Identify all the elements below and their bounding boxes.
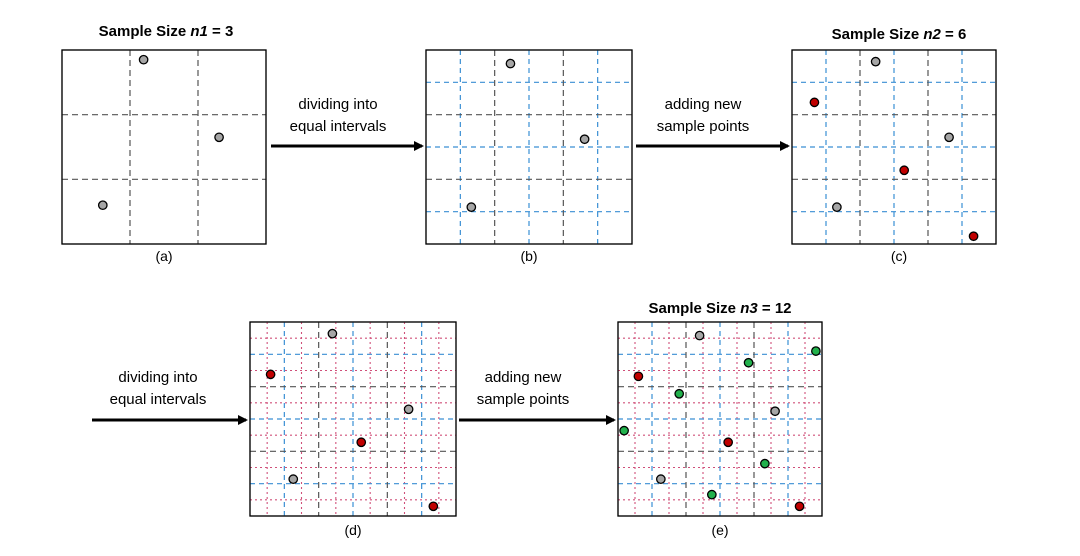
sample-point-added-first — [809, 97, 820, 108]
sample-point-added-first — [633, 371, 644, 382]
sample-point-added-first — [356, 437, 367, 448]
sample-point-original — [403, 404, 414, 415]
sample-point-original — [944, 132, 954, 143]
panel-a-title: Sample Size n1 = 3 — [99, 23, 234, 40]
sample-point-original — [505, 58, 516, 69]
sample-point-original — [655, 474, 666, 484]
arrow-adding-1: adding new sample points — [636, 96, 790, 151]
sample-point-original — [770, 406, 780, 417]
panel-d-border — [249, 321, 457, 517]
panel-c — [791, 49, 997, 245]
panel-a-border — [61, 49, 267, 245]
sample-point-original — [97, 200, 108, 211]
arrow-4-label-line1: adding new — [485, 369, 562, 386]
arrow-2-label-line2: sample points — [657, 118, 750, 135]
sample-point-added-first — [968, 231, 979, 242]
sample-point-added-second — [743, 357, 754, 368]
sample-point-added-first — [428, 501, 439, 512]
sample-point-original — [579, 134, 590, 145]
sample-point-original — [138, 54, 149, 65]
sample-point-original — [694, 330, 705, 341]
panel-b — [425, 49, 633, 245]
arrow-1-label-line1: dividing into — [298, 96, 377, 113]
sample-point-original — [832, 202, 842, 212]
arrow-4-label-line2: sample points — [477, 391, 570, 408]
panel-a — [61, 49, 267, 245]
sample-point-added-first — [899, 165, 910, 176]
sample-point-added-second — [674, 388, 685, 399]
arrow-3-label-line1: dividing into — [118, 369, 197, 386]
panel-a-frame — [61, 49, 267, 245]
arrow-adding-2: adding new sample points — [459, 369, 616, 425]
arrow-1-label-line2: equal intervals — [290, 118, 387, 135]
sample-point-added-second — [760, 458, 770, 469]
arrow-dividing-1: dividing into equal intervals — [271, 96, 424, 151]
panel-e — [617, 321, 823, 517]
panel-e-border — [617, 321, 823, 517]
sample-point-original — [288, 474, 299, 484]
sample-point-original — [327, 328, 338, 339]
panel-e-caption: (e) — [711, 522, 728, 538]
sample-point-added-first — [723, 437, 734, 448]
arrow-2-label-line1: adding new — [665, 96, 742, 113]
sample-point-original — [214, 132, 224, 143]
arrow-dividing-2: dividing into equal intervals — [92, 369, 248, 425]
panel-c-border — [791, 49, 997, 245]
panel-b-border — [425, 49, 633, 245]
sample-point-original — [870, 56, 881, 67]
panel-c-title: Sample Size n2 = 6 — [832, 26, 967, 43]
panel-e-title: Sample Size n3 = 12 — [648, 300, 791, 317]
panel-a-caption: (a) — [155, 248, 172, 264]
arrow-3-label-line2: equal intervals — [110, 391, 207, 408]
sample-point-added-second — [619, 425, 629, 436]
panel-d-caption: (d) — [344, 522, 361, 538]
sample-point-added-first — [265, 369, 276, 380]
sample-point-added-second — [811, 346, 821, 356]
sample-point-original — [466, 202, 477, 212]
panel-b-caption: (b) — [520, 248, 537, 264]
sample-point-added-second — [706, 489, 717, 500]
panel-d — [249, 321, 457, 517]
sample-point-added-first — [794, 501, 805, 512]
panel-c-caption: (c) — [891, 248, 907, 264]
